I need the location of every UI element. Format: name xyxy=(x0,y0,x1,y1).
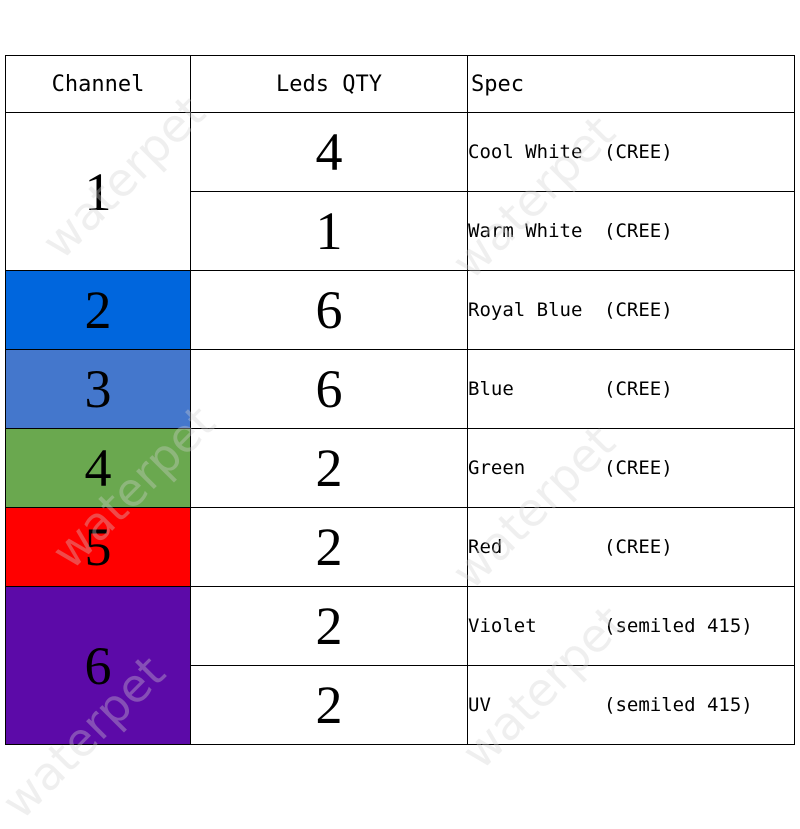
header-spec: Spec xyxy=(467,55,795,113)
header-row: Channel Leds QTY Spec xyxy=(5,55,795,113)
spec-name: UV xyxy=(468,694,491,716)
spec-source: (CREE) xyxy=(604,220,673,242)
table-row: 6 2 Violet (semiled 415) xyxy=(5,586,795,745)
spec-name: Green xyxy=(468,457,526,479)
table-row: 2 UV (semiled 415) xyxy=(6,665,795,745)
spec-source: (CREE) xyxy=(604,536,673,558)
header-channel: Channel xyxy=(5,55,191,113)
spec-cell: Blue (CREE) xyxy=(467,349,795,429)
table-row: 4 2 Green (CREE) xyxy=(5,428,795,508)
spec-source: (CREE) xyxy=(604,378,673,400)
qty-cell: 2 xyxy=(190,586,468,666)
spec-cell: Violet (semiled 415) xyxy=(467,586,795,666)
spec-source: (CREE) xyxy=(604,457,673,479)
qty-cell: 6 xyxy=(190,270,468,350)
table-row: 2 6 Royal Blue (CREE) xyxy=(5,270,795,350)
spec-source: (semiled 415) xyxy=(604,694,753,716)
spec-cell: Royal Blue (CREE) xyxy=(467,270,795,350)
spec-source: (semiled 415) xyxy=(604,615,753,637)
spec-cell: Green (CREE) xyxy=(467,428,795,508)
spec-name: Warm White xyxy=(468,220,583,242)
spec-name: Blue xyxy=(468,378,514,400)
header-leds-qty: Leds QTY xyxy=(190,55,468,113)
channel-cell: 2 xyxy=(5,270,191,350)
spec-name: Cool White xyxy=(468,141,583,163)
spec-name: Red xyxy=(468,536,503,558)
qty-cell: 2 xyxy=(190,428,468,508)
spec-name: Royal Blue xyxy=(468,299,583,321)
spec-cell: Warm White (CREE) xyxy=(467,191,795,271)
qty-cell: 2 xyxy=(190,665,468,745)
qty-cell: 2 xyxy=(190,507,468,587)
table-row: 3 6 Blue (CREE) xyxy=(5,349,795,429)
spec-cell: Cool White (CREE) xyxy=(467,112,795,192)
spec-cell: UV (semiled 415) xyxy=(467,665,795,745)
table-row: 5 2 Red (CREE) xyxy=(5,507,795,587)
channel-cell: 1 xyxy=(5,112,191,271)
spec-source: (CREE) xyxy=(604,299,673,321)
channel-cell: 6 xyxy=(5,586,191,745)
channel-cell: 5 xyxy=(5,507,191,587)
spec-cell: Red (CREE) xyxy=(467,507,795,587)
led-spec-table: Channel Leds QTY Spec 1 4 Cool White (CRE… xyxy=(5,55,795,745)
table-row: 1 4 Cool White (CREE) xyxy=(5,112,795,271)
spec-source: (CREE) xyxy=(604,141,673,163)
qty-cell: 4 xyxy=(190,112,468,192)
channel-cell: 3 xyxy=(5,349,191,429)
spec-name: Violet xyxy=(468,615,537,637)
qty-cell: 1 xyxy=(190,191,468,271)
channel-cell: 4 xyxy=(5,428,191,508)
table-row: 1 Warm White (CREE) xyxy=(6,191,795,271)
qty-cell: 6 xyxy=(190,349,468,429)
